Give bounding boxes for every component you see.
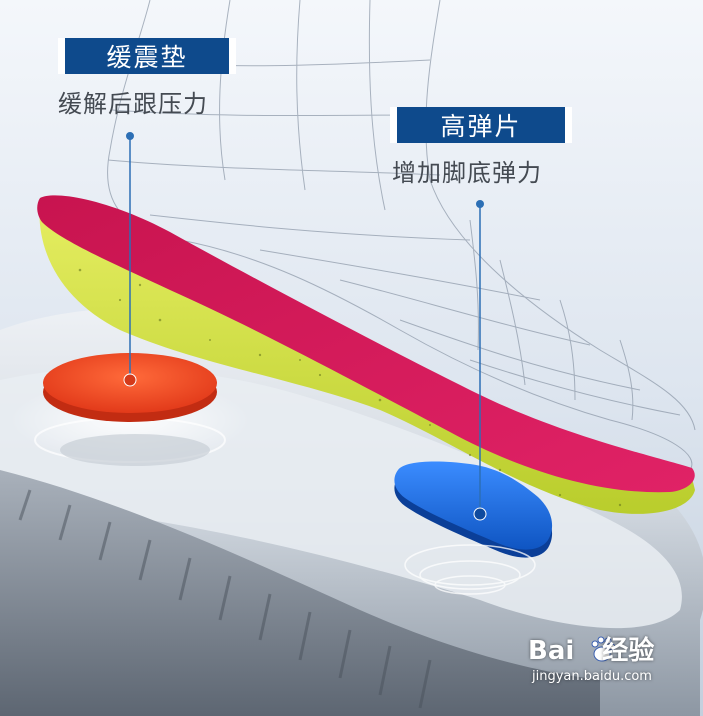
arch-plate-subtitle: 增加脚底弹力 [392,159,542,187]
watermark-suffix: 经验 [602,636,655,666]
outsole-tread [18,489,432,709]
arch-leader-dot-bottom [473,507,487,521]
arch-plate-title: 高弹片 [390,107,572,143]
watermark-url: jingyan.baidu.com [532,669,652,684]
insole-top-layer [37,195,695,493]
arch-plate [394,461,553,550]
foam-speckles [78,249,622,507]
arch-plate-title-text: 高弹片 [440,112,522,141]
heel-pad-title: 缓震垫 [58,38,236,74]
heel-leader-dot-top [126,132,134,140]
watermark-brand: Bai [528,636,575,666]
heel-pad-shadow [60,434,210,466]
heel-pad-subtitle: 缓解后跟压力 [58,90,208,118]
heel-leader-dot-bottom [123,373,137,387]
arch-leader-dot-top [476,200,484,208]
outsole [0,470,600,716]
arch-glow-rings [404,544,536,595]
wireframe-foot [107,0,696,471]
heel-pad-title-text: 缓震垫 [106,43,188,72]
watermark: Bai 经验 jingyan.baidu.com [528,630,698,684]
watermark-logo: Bai 经验 [528,630,698,667]
baidu-paw-icon [591,636,616,662]
